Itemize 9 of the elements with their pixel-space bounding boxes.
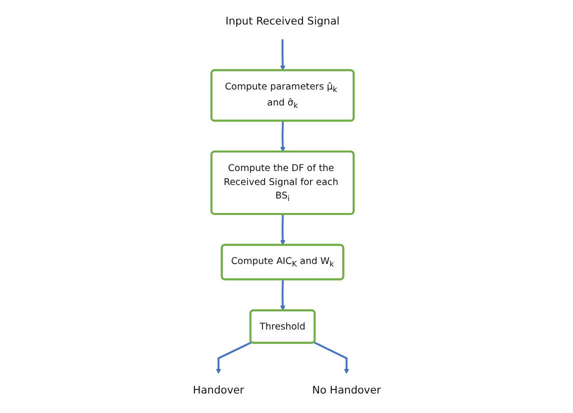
arrow [313,341,349,374]
arrow [215,341,252,374]
arrow [280,120,286,152]
node-text: Handover [192,384,244,397]
node-text: No Handover [312,384,381,397]
node-text: Input Received Signal [225,15,340,28]
arrow [280,214,286,246]
arrow [280,39,286,71]
arrow [280,280,286,311]
